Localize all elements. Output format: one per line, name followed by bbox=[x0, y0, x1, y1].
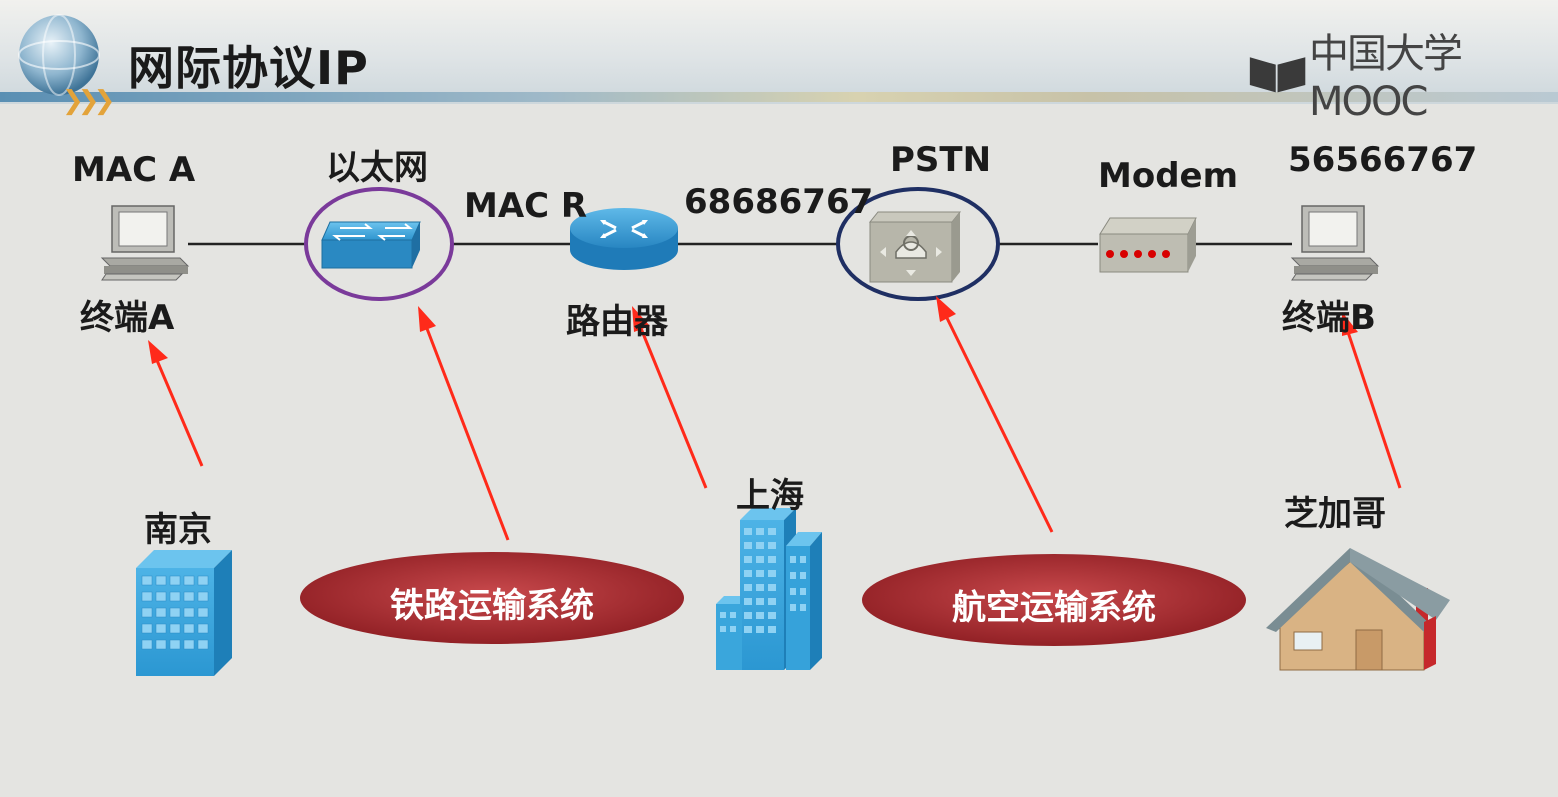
shanghai-label: 上海 bbox=[736, 476, 804, 516]
arrow-nanjing-terminal-a bbox=[148, 340, 204, 467]
router-mac-label: MAC R bbox=[464, 186, 588, 226]
computer-a-icon bbox=[100, 205, 190, 281]
terminal-a-mac-label: MAC A bbox=[72, 150, 196, 190]
terminal-a-label: 终端A bbox=[80, 298, 175, 338]
slide-header: ❯❯❯ 网际协议IP 中国大学MOOC bbox=[0, 0, 1558, 125]
air-ellipse bbox=[862, 554, 1246, 646]
pstn-label: PSTN bbox=[890, 140, 992, 180]
mooc-logo-text: 中国大学MOOC bbox=[1309, 31, 1463, 125]
pstn-switch-icon bbox=[868, 211, 962, 283]
computer-b-icon bbox=[1290, 205, 1380, 281]
header-band bbox=[0, 92, 1558, 102]
modem-label: Modem bbox=[1098, 156, 1239, 196]
arrow-rail-ethernet bbox=[418, 306, 510, 541]
mooc-logo: 中国大学MOOC bbox=[1248, 31, 1558, 125]
ethernet-circle bbox=[304, 187, 454, 301]
arrow-chicago-terminal-b bbox=[1342, 312, 1402, 489]
chicago-house-icon bbox=[1266, 548, 1450, 671]
router-phone-label: 68686767 bbox=[684, 182, 874, 222]
chevron-icon: ❯❯❯ bbox=[62, 86, 115, 116]
ethernet-label: 以太网 bbox=[326, 148, 428, 188]
chicago-label: 芝加哥 bbox=[1284, 494, 1386, 534]
router-icon bbox=[570, 208, 678, 270]
arrows bbox=[148, 296, 1402, 541]
globe-icon bbox=[18, 14, 100, 96]
arrow-air-pstn bbox=[936, 296, 1054, 533]
air-system-label: 航空运输系统 bbox=[952, 588, 1156, 628]
mooc-book-icon bbox=[1249, 57, 1306, 93]
rail-system-label: 铁路运输系统 bbox=[390, 586, 594, 626]
terminal-b-phone-label: 56566767 bbox=[1288, 140, 1478, 180]
modem-icon bbox=[1099, 217, 1197, 273]
switch-icon bbox=[321, 221, 421, 269]
pstn-circle bbox=[836, 187, 1000, 301]
slide-title: 网际协议IP bbox=[128, 41, 369, 95]
nanjing-building-icon bbox=[136, 550, 232, 676]
arrow-shanghai-router bbox=[632, 306, 708, 489]
rail-ellipse bbox=[300, 552, 684, 644]
shanghai-buildings-icon bbox=[716, 508, 822, 670]
router-label: 路由器 bbox=[566, 302, 668, 342]
nanjing-label: 南京 bbox=[144, 510, 212, 550]
terminal-b-label: 终端B bbox=[1282, 298, 1376, 338]
